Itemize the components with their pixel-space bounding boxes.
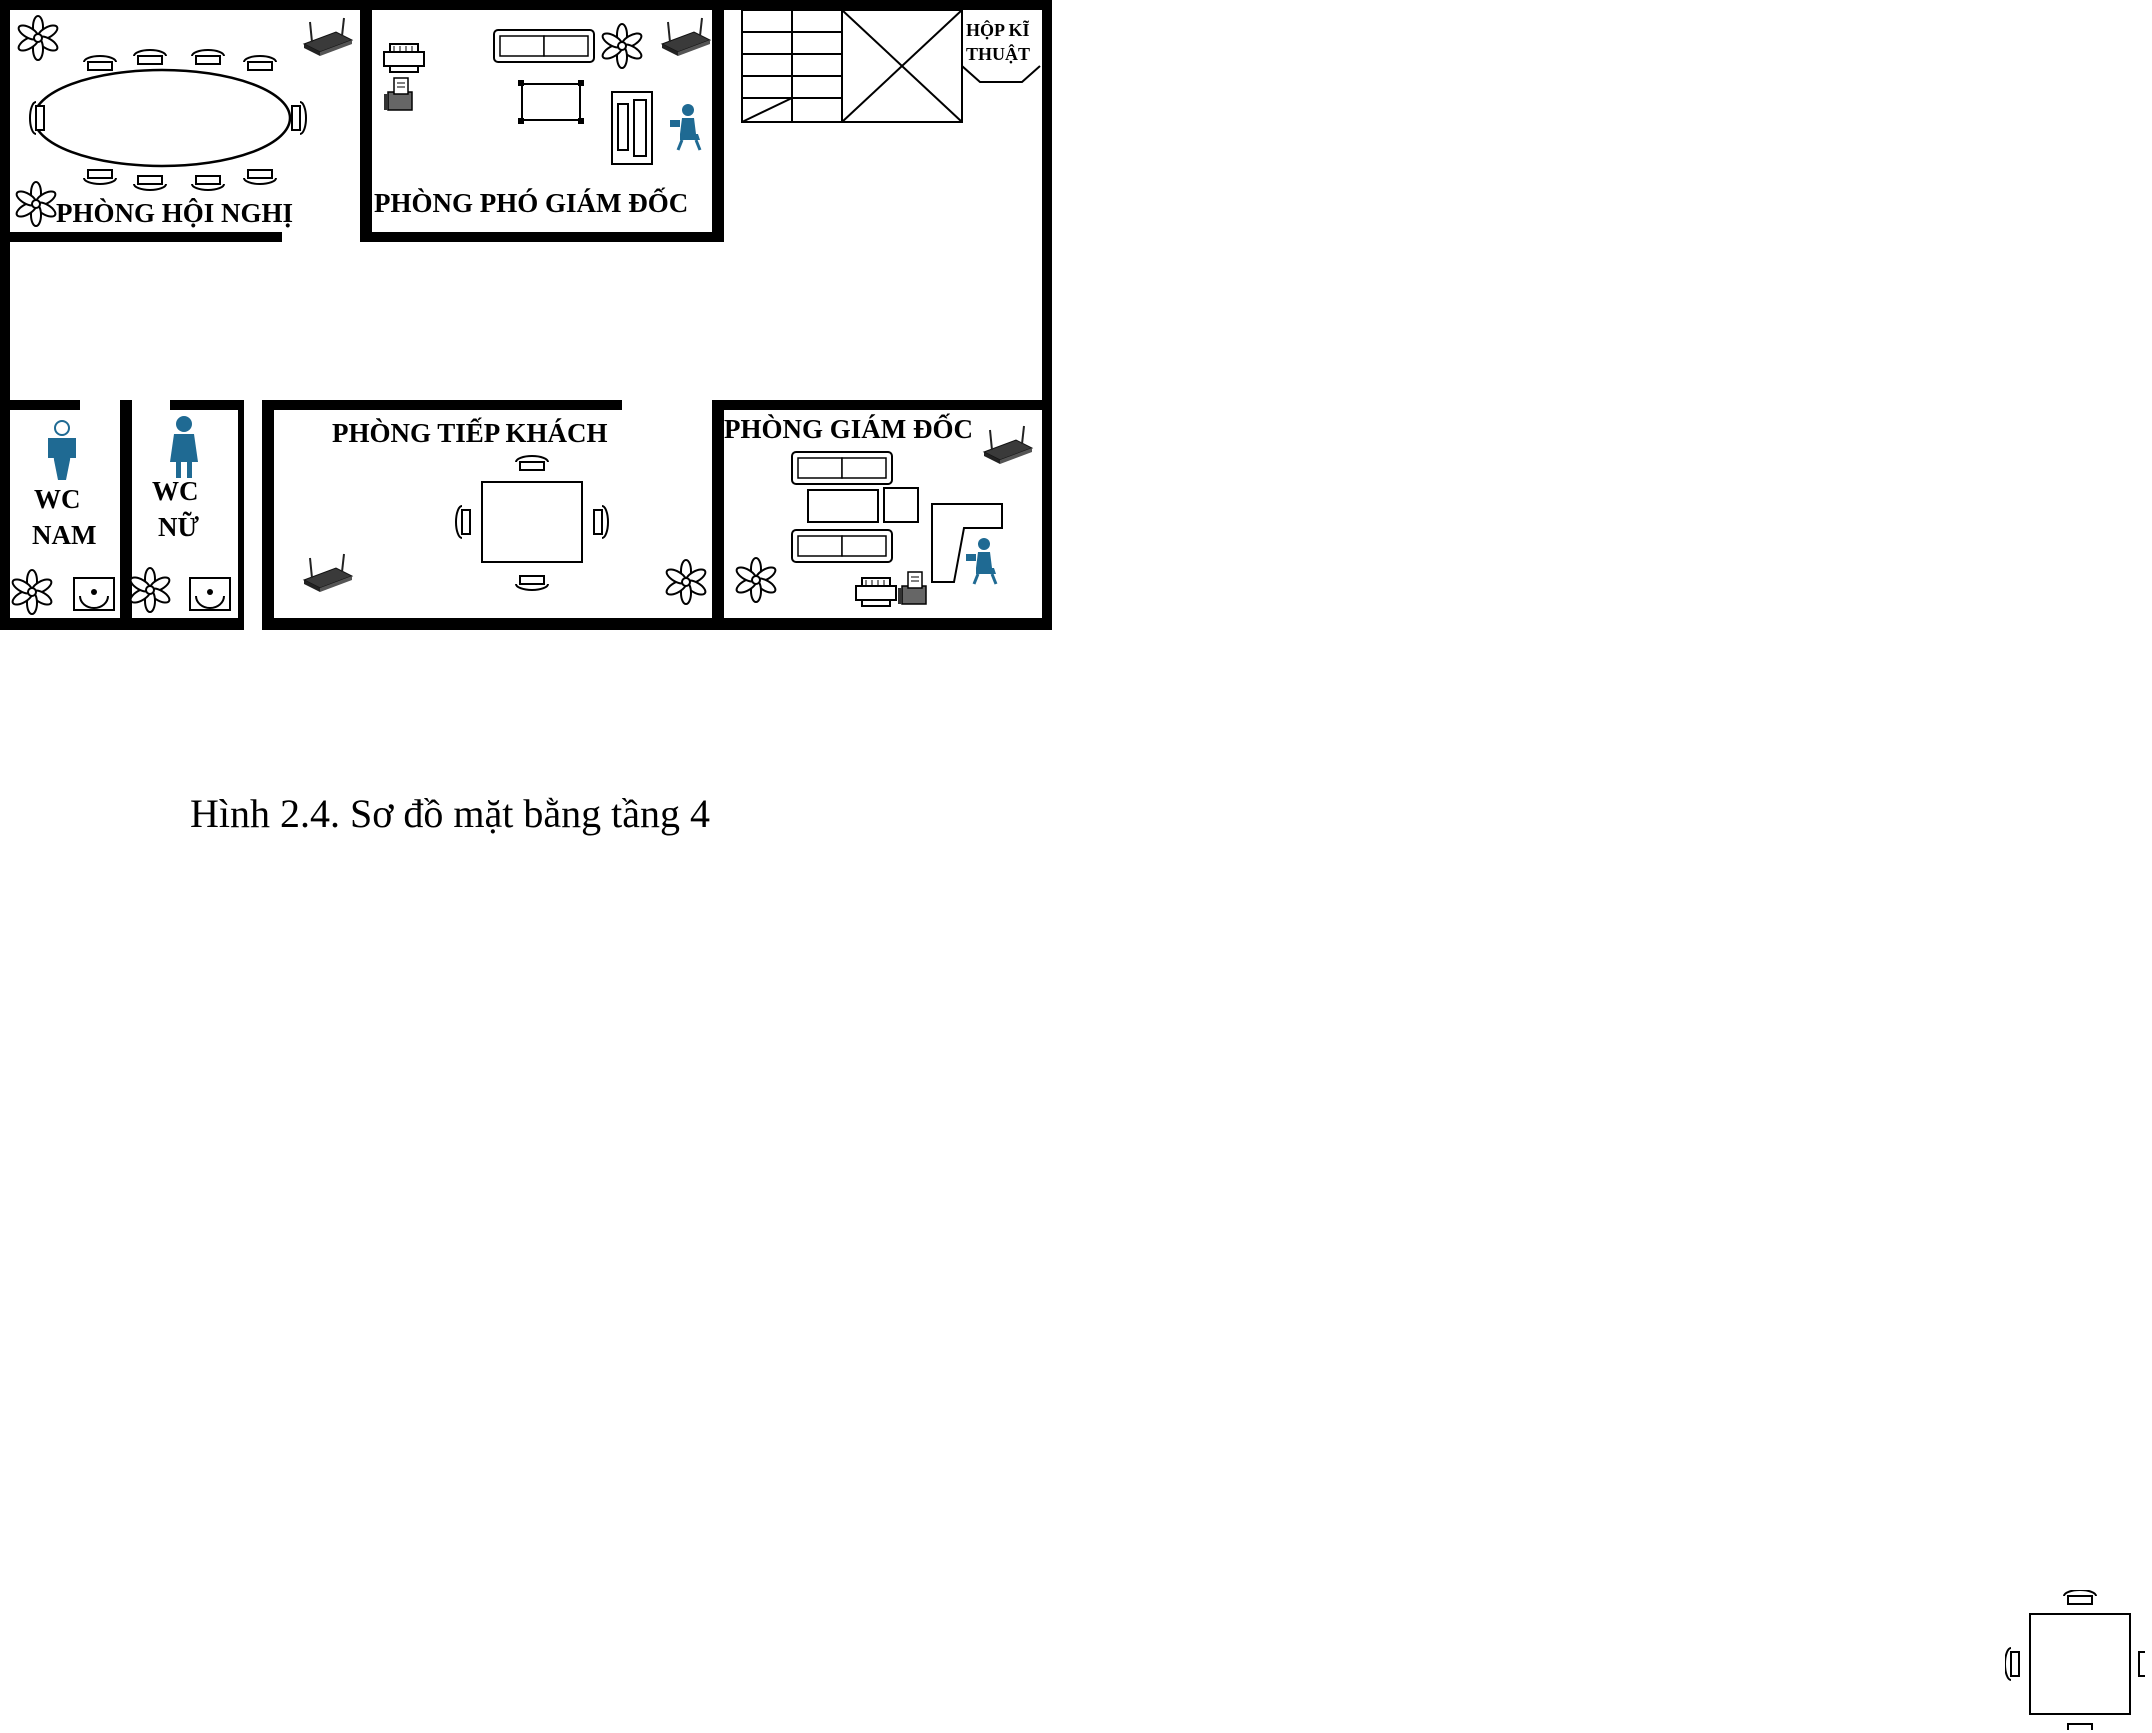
sofa-icon [791, 529, 893, 563]
conference-table [29, 49, 307, 191]
flower-icon [733, 557, 779, 603]
wc-women-label-2: NỮ [158, 511, 199, 542]
person-icon [964, 536, 998, 586]
router-icon [983, 425, 1033, 465]
router-icon [303, 17, 353, 57]
room-label-conference: PHÒNG HỘI NGHỊ [56, 198, 293, 228]
room-label-technical-box-2: THUẬT [966, 43, 1030, 64]
floor-plan: PHÒNG HỘI NGHỊ PHÒNG PHÓ GIÁM ĐỐC HỘP KĨ… [0, 0, 1052, 630]
sofa-icon [493, 29, 595, 63]
printer-icon [383, 43, 425, 73]
stray-table-icon [2005, 1590, 2145, 1730]
director-desk [931, 503, 1003, 583]
flower-icon [15, 15, 61, 61]
wc-men-label: WC [34, 484, 81, 514]
reception-table [455, 455, 609, 591]
sink-icon [73, 577, 115, 611]
printer-icon [855, 577, 897, 607]
sofa-icon [791, 451, 893, 485]
wc-men-label-2: NAM [32, 520, 96, 550]
walls [0, 0, 1052, 630]
wc-women-label: WC [152, 476, 199, 506]
woman-icon [170, 416, 198, 478]
router-icon [303, 553, 353, 593]
sink-icon [189, 577, 231, 611]
flower-icon [599, 23, 645, 69]
person-icon [668, 102, 702, 152]
desk [611, 91, 653, 165]
flower-icon [13, 181, 59, 227]
fax-icon [897, 571, 927, 605]
man-icon [48, 420, 76, 480]
flower-icon [127, 567, 173, 613]
room-label-director: PHÒNG GIÁM ĐỐC [724, 413, 973, 444]
room-label-technical-box: HỘP KĨ [966, 19, 1030, 40]
fax-icon [383, 77, 413, 111]
coffee-table [807, 487, 919, 523]
flower-icon [9, 569, 55, 615]
room-label-deputy-director: PHÒNG PHÓ GIÁM ĐỐC [374, 187, 688, 218]
flower-icon [663, 559, 709, 605]
router-icon [661, 17, 711, 57]
coffee-table [518, 80, 584, 124]
figure-caption: Hình 2.4. Sơ đồ mặt bằng tầng 4 [190, 791, 710, 836]
stairs-icon [741, 9, 1041, 123]
room-label-reception: PHÒNG TIẾP KHÁCH [332, 417, 608, 448]
